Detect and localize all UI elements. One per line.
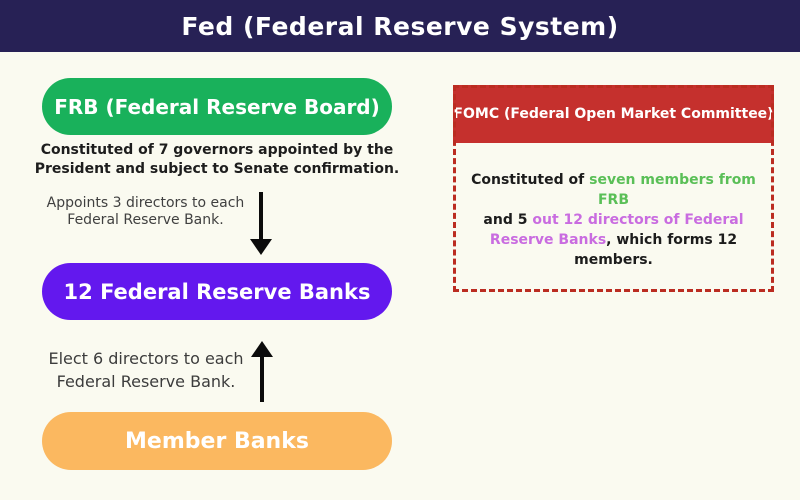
up-arrowhead: [251, 341, 273, 357]
appoints-note: Appoints 3 directors to each Federal Res…: [46, 195, 245, 228]
elect-note: Elect 6 directors to each Federal Reserv…: [48, 349, 244, 391]
reserve-banks-pill-label: 12 Federal Reserve Banks: [63, 279, 371, 304]
fomc-header: FOMC (Federal Open Market Committee): [453, 85, 774, 143]
up-arrow-shaft: [260, 357, 264, 402]
fomc-box: FOMC (Federal Open Market Committee) Con…: [453, 85, 774, 292]
up-arrow-icon: [251, 341, 273, 402]
member-banks-pill: Member Banks: [42, 412, 392, 470]
frb-note: Constituted of 7 governors appointed by …: [34, 142, 400, 177]
down-arrow-icon: [250, 192, 272, 255]
down-arrow-shaft: [259, 192, 263, 239]
fomc-title: FOMC (Federal Open Market Committee): [453, 106, 774, 122]
member-banks-pill-label: Member Banks: [125, 428, 309, 454]
header-bar: Fed (Federal Reserve System): [0, 0, 800, 52]
reserve-banks-pill: 12 Federal Reserve Banks: [42, 263, 392, 320]
down-arrowhead: [250, 239, 272, 255]
frb-pill: FRB (Federal Reserve Board): [42, 78, 392, 135]
page-title: Fed (Federal Reserve System): [181, 11, 619, 41]
frb-pill-label: FRB (Federal Reserve Board): [54, 94, 380, 119]
